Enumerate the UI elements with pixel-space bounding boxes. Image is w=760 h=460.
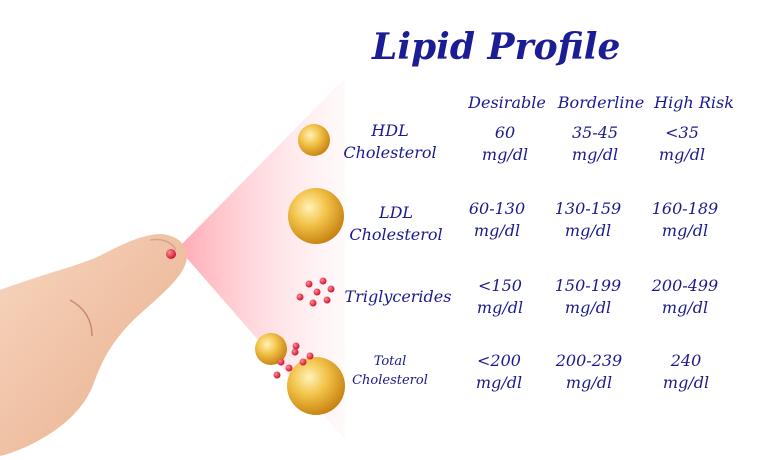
page-title: Lipid Profile xyxy=(372,26,621,68)
cell-value: <200 xyxy=(477,351,521,370)
row-label-line: Cholesterol xyxy=(352,373,428,388)
column-header-high-risk: High Risk xyxy=(654,93,734,112)
small-gold-sphere-icon xyxy=(298,124,330,156)
cell-unit: mg/dl xyxy=(564,221,612,240)
row-label-hdl: HDL Cholesterol xyxy=(330,120,450,164)
red-dots-icon xyxy=(296,277,335,307)
cell-unit: mg/dl xyxy=(661,221,709,240)
cell-unit: mg/dl xyxy=(658,145,706,164)
cell-value: 160-189 xyxy=(651,199,719,218)
cell-total-high-risk: 240 mg/dl xyxy=(631,350,741,394)
cell-value: 240 xyxy=(670,351,702,370)
cell-unit: mg/dl xyxy=(564,298,612,317)
finger xyxy=(0,234,187,456)
row-label-line: Triglycerides xyxy=(344,287,452,306)
row-label-line: LDL xyxy=(378,203,414,222)
column-header-desirable: Desirable xyxy=(468,93,546,112)
cell-unit: mg/dl xyxy=(481,145,529,164)
light-beam xyxy=(178,78,345,440)
column-header-borderline: Borderline xyxy=(557,93,645,112)
cell-triglycerides-high-risk: 200-499 mg/dl xyxy=(630,275,740,319)
cell-unit: mg/dl xyxy=(662,373,710,392)
cell-ldl-high-risk: 160-189 mg/dl xyxy=(630,198,740,242)
cell-value: 200-239 xyxy=(555,351,623,370)
cell-value: <35 xyxy=(665,123,699,142)
cell-hdl-borderline: 35-45 mg/dl xyxy=(540,122,650,166)
row-label-ldl: LDL Cholesterol xyxy=(336,202,456,246)
cell-unit: mg/dl xyxy=(571,145,619,164)
blood-drop-icon xyxy=(166,249,176,259)
cell-unit: mg/dl xyxy=(476,298,524,317)
cell-value: 35-45 xyxy=(571,123,619,142)
row-label-line: HDL xyxy=(371,121,409,140)
cell-value: 200-499 xyxy=(651,276,719,295)
cell-unit: mg/dl xyxy=(473,221,521,240)
finger-crease xyxy=(69,299,93,337)
cell-hdl-desirable: 60 mg/dl xyxy=(450,122,560,166)
cell-value: 60 xyxy=(494,123,516,142)
row-label-line: Cholesterol xyxy=(343,143,437,162)
cell-ldl-desirable: 60-130 mg/dl xyxy=(442,198,552,242)
cell-value: 130-159 xyxy=(554,199,622,218)
row-label-line: Total xyxy=(373,354,407,369)
cell-triglycerides-desirable: <150 mg/dl xyxy=(445,275,555,319)
row-label-line: Cholesterol xyxy=(349,225,443,244)
row-label-triglycerides: Triglycerides xyxy=(338,286,458,308)
cell-total-desirable: <200 mg/dl xyxy=(444,350,554,394)
cell-value: 60-130 xyxy=(468,199,526,218)
fingernail-shadow xyxy=(149,238,177,251)
cell-triglycerides-borderline: 150-199 mg/dl xyxy=(533,275,643,319)
cell-value: 150-199 xyxy=(554,276,622,295)
cell-total-borderline: 200-239 mg/dl xyxy=(534,350,644,394)
cell-unit: mg/dl xyxy=(661,298,709,317)
mixed-spheres-icon xyxy=(255,333,345,415)
cell-ldl-borderline: 130-159 mg/dl xyxy=(533,198,643,242)
large-gold-sphere-icon xyxy=(288,188,344,244)
cell-unit: mg/dl xyxy=(565,373,613,392)
cell-hdl-high-risk: <35 mg/dl xyxy=(627,122,737,166)
cell-value: <150 xyxy=(478,276,522,295)
row-label-total-cholesterol: Total Cholesterol xyxy=(330,352,450,390)
cell-unit: mg/dl xyxy=(475,373,523,392)
